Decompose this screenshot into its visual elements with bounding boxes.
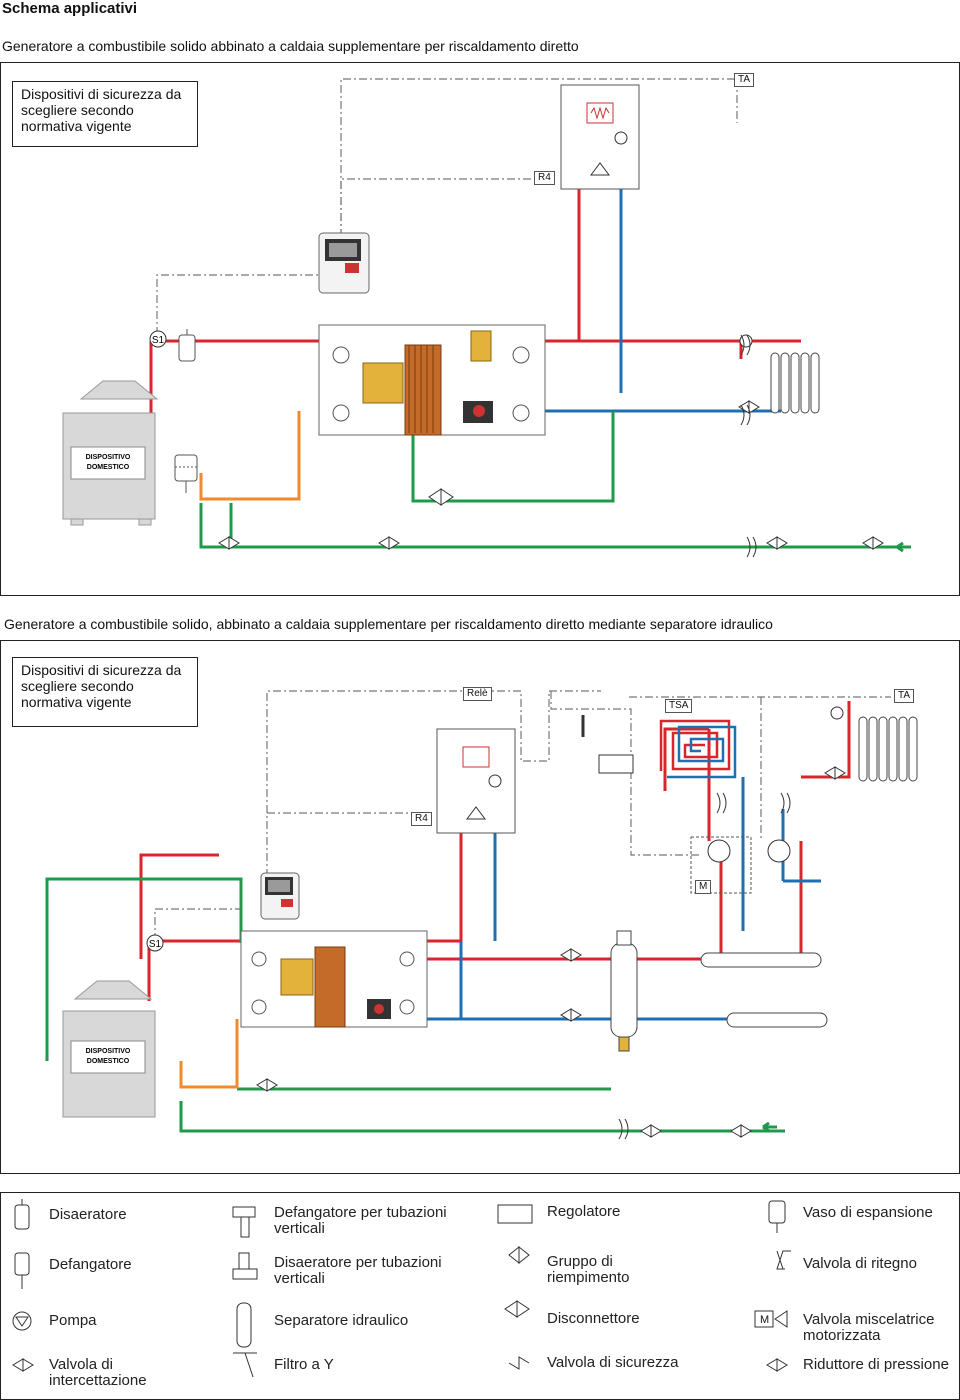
- scheme1-subtitle: Generatore a combustibile solido abbinat…: [2, 38, 579, 54]
- s1-sensor: [149, 330, 167, 348]
- floor-coil-cold: [667, 725, 737, 779]
- orange-pipe: [179, 1019, 239, 1089]
- legend-y-filter: Filtro a Y: [274, 1356, 334, 1373]
- auxiliary-boiler: [436, 728, 516, 834]
- legend-safety-valve: Valvola di sicurezza: [547, 1354, 679, 1371]
- floor-coil-hot: [659, 719, 731, 771]
- hydraulic-separator: [610, 930, 638, 1052]
- motor-letter: M: [760, 1314, 769, 1326]
- s1-label: S1: [152, 335, 165, 346]
- backflow-preventer-icon: [504, 1300, 530, 1318]
- flow-arrow: [896, 541, 911, 553]
- r4-tag: R4: [534, 171, 555, 185]
- scheme1-diagram: DISPOSITIVO DOMESTICO: [62, 78, 911, 558]
- legend-shutoff-valve: Valvola di intercettazione: [49, 1356, 147, 1389]
- motorized-mixing-valve-icon: [754, 1310, 788, 1328]
- boiler-label-line2: DOMESTICO: [87, 1058, 130, 1065]
- water-pipes: [199, 411, 907, 549]
- legend-panel: M Disaeratore Defangatore per tubazioni …: [0, 1192, 960, 1400]
- regulator-icon: [497, 1204, 533, 1224]
- auxiliary-boiler: [560, 84, 640, 190]
- ta-thermostat: [830, 706, 844, 720]
- legend-motorized-mixing-valve: Valvola miscelatrice motorizzata: [803, 1311, 935, 1344]
- pump-icon: [12, 1311, 32, 1331]
- scheme2-note: Dispositivi di sicurezza da scegliere se…: [12, 657, 198, 727]
- vertical-dirt-separator-icon: [232, 1206, 256, 1238]
- controller-unit: [260, 872, 300, 920]
- deaerator-icon: [14, 1199, 30, 1230]
- dirt-separator-icon: [14, 1252, 30, 1289]
- legend-expansion-vessel: Vaso di espansione: [803, 1204, 933, 1221]
- flow-arrow: [762, 1121, 777, 1133]
- hydraulic-separator-icon: [236, 1302, 252, 1348]
- page-title: Schema applicativi: [2, 0, 138, 17]
- legend-filling-unit: Gruppo di riempimento: [547, 1253, 630, 1286]
- manifolds: [700, 952, 828, 1028]
- shutoff-valves: [256, 766, 846, 1138]
- expansion-vessel: [174, 454, 198, 493]
- deaerator: [178, 329, 196, 362]
- legend-vertical-deaerator: Disaeratore per tubazioni verticali: [274, 1254, 442, 1287]
- shutoff-valves: [218, 400, 884, 550]
- legend-backflow-preventer: Disconnettore: [547, 1310, 640, 1327]
- tsa-tag: TSA: [665, 699, 693, 713]
- boiler-label-line2: DOMESTICO: [87, 464, 130, 471]
- vertical-deaerator-icon: [232, 1252, 258, 1280]
- solid-fuel-generator: [62, 980, 156, 1118]
- heat-exchange-module: [240, 930, 428, 1028]
- legend-regulator: Regolatore: [547, 1203, 621, 1220]
- boiler-label-line1: DISPOSITIVO: [86, 454, 131, 461]
- r4-tag: R4: [411, 812, 432, 826]
- scheme2-panel: DISPOSITIVO DOMESTICO S1: [0, 640, 960, 1174]
- radiator: [770, 352, 820, 414]
- legend-pressure-reducer: Riduttore di pressione: [803, 1356, 949, 1373]
- heat-exchange-module: [318, 324, 546, 436]
- motor-tag: M: [695, 880, 712, 894]
- expansion-vessel-icon: [768, 1200, 786, 1233]
- filling-unit-icon: [508, 1245, 530, 1265]
- scheme1-panel: DISPOSITIVO DOMESTICO: [0, 62, 960, 596]
- legend-icons: M: [12, 1199, 791, 1378]
- regulator: [598, 754, 634, 774]
- legend-hydraulic-separator: Separatore idraulico: [274, 1312, 409, 1329]
- ta-tag: TA: [734, 73, 755, 87]
- scheme2-diagram: DISPOSITIVO DOMESTICO S1: [45, 690, 918, 1140]
- radiator: [858, 716, 918, 782]
- pipe-breaks: [618, 792, 791, 1140]
- pressure-reducer-icon: [766, 1358, 788, 1372]
- safety-valve-icon: [508, 1356, 530, 1370]
- signal-lines: [156, 78, 738, 335]
- s1-sensor: [146, 934, 164, 952]
- controller-unit: [318, 232, 370, 294]
- shutoff-valve-icon: [12, 1358, 34, 1372]
- legend-vertical-dirt-separator: Defangatore per tubazioni verticali: [274, 1204, 447, 1237]
- signal-lines: [154, 690, 891, 941]
- pipe-breaks: [740, 334, 757, 558]
- ta-tag: TA: [894, 689, 915, 703]
- scheme2-subtitle: Generatore a combustibile solido, abbina…: [4, 616, 773, 632]
- boiler-label-line1: DISPOSITIVO: [86, 1048, 131, 1055]
- water-pipes: [45, 877, 785, 1133]
- legend-deaerator: Disaeratore: [49, 1206, 127, 1223]
- mixing-group-box: [690, 836, 752, 894]
- solid-fuel-generator: [62, 380, 159, 526]
- pumps: [707, 839, 791, 863]
- rele-tag: Relè: [463, 687, 492, 701]
- scheme1-note: Dispositivi di sicurezza da scegliere se…: [12, 81, 198, 147]
- legend-pump: Pompa: [49, 1312, 97, 1329]
- check-valve-icon: [776, 1250, 791, 1270]
- legend-check-valve: Valvola di ritegno: [803, 1255, 917, 1272]
- s1-label: S1: [149, 939, 162, 950]
- y-filter-icon: [233, 1352, 257, 1378]
- legend-dirt-separator: Defangatore: [49, 1256, 132, 1273]
